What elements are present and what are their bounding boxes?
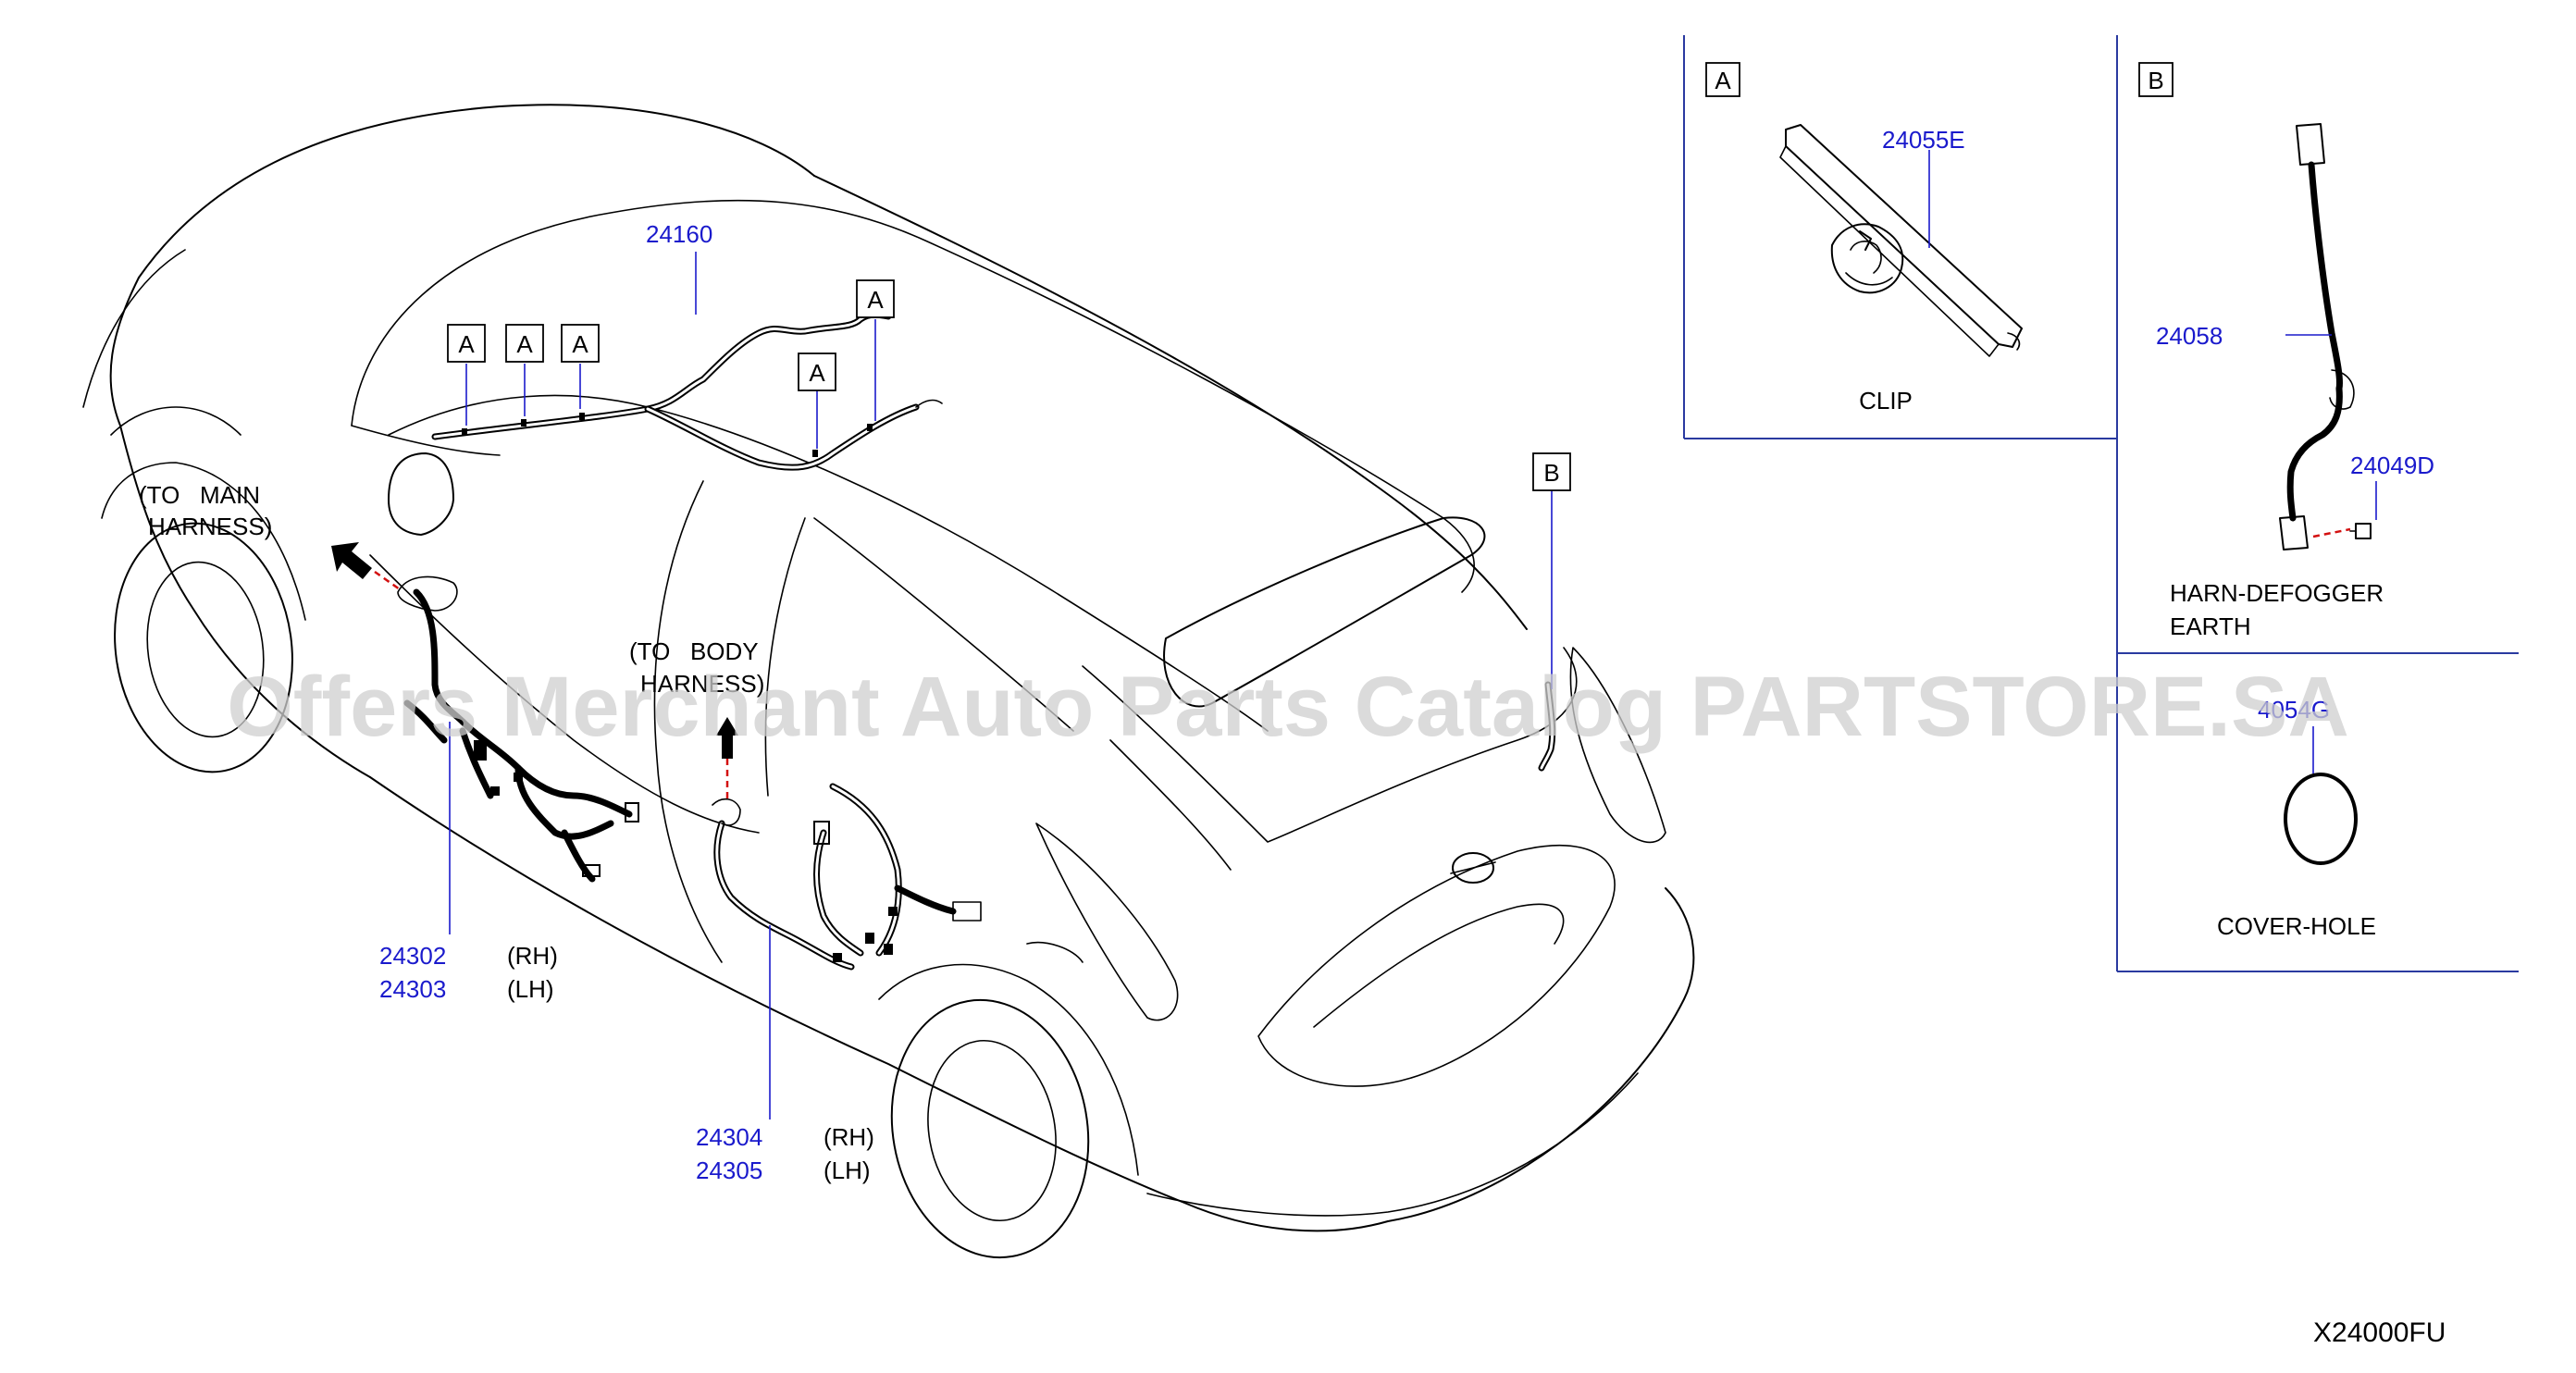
svg-text:A: A bbox=[809, 359, 825, 387]
callout-a-2[interactable]: A bbox=[505, 324, 544, 363]
part-24302-side: (RH) bbox=[507, 942, 558, 970]
to-body-harness-arrow bbox=[716, 717, 738, 800]
svg-text:A: A bbox=[867, 286, 884, 314]
svg-text:B: B bbox=[1543, 459, 1559, 487]
part-24303-side: (LH) bbox=[507, 975, 554, 1003]
part-number-24305[interactable]: 24305 bbox=[696, 1157, 762, 1184]
callout-a-3[interactable]: A bbox=[561, 324, 600, 363]
callout-a-1[interactable]: A bbox=[447, 324, 486, 363]
part-number-24055e[interactable]: 24055E bbox=[1882, 126, 1965, 154]
diagram-code: X24000FU bbox=[2313, 1317, 2446, 1348]
part-number-24049d[interactable]: 24049D bbox=[2350, 451, 2434, 479]
to-main-harness-label-line2: HARNESS) bbox=[148, 513, 272, 540]
part-number-24160[interactable]: 24160 bbox=[646, 220, 712, 248]
to-body-harness-label-line1: (TO BODY bbox=[629, 637, 759, 665]
detail-b-caption-line1: HARN-DEFOGGER bbox=[2170, 579, 2384, 607]
car-body-outline bbox=[82, 104, 1695, 1259]
detail-b-title: B bbox=[2148, 67, 2163, 94]
to-body-harness-label-line2: HARNESS) bbox=[640, 670, 764, 698]
callout-a-4[interactable]: A bbox=[798, 353, 836, 391]
part-24305-side: (LH) bbox=[824, 1157, 871, 1184]
detail-cover-hole: 4054G COVER-HOLE bbox=[2217, 696, 2376, 940]
front-door-harness bbox=[397, 575, 639, 883]
defogger-harness-drawing bbox=[2279, 123, 2372, 550]
part-24304-side: (RH) bbox=[824, 1123, 874, 1151]
watermark: Offers Merchant Auto Parts Catalog PARTS… bbox=[227, 660, 2349, 754]
callout-b[interactable]: B bbox=[1532, 452, 1571, 491]
svg-text:A: A bbox=[458, 330, 475, 358]
svg-text:A: A bbox=[572, 330, 588, 358]
callout-a-5[interactable]: A bbox=[856, 279, 895, 318]
part-number-24302[interactable]: 24302 bbox=[379, 942, 446, 970]
to-main-harness-label-line1: (TO MAIN bbox=[139, 481, 260, 509]
part-number-24304[interactable]: 24304 bbox=[696, 1123, 762, 1151]
detail-a: A 24055E CLIP bbox=[1705, 62, 2023, 414]
to-main-harness-arrow bbox=[331, 542, 401, 591]
cover-hole-ring bbox=[2284, 773, 2358, 865]
rear-door-harness bbox=[712, 783, 982, 971]
detail-b: B 24058 24049D HARN-DEFOGGER EARTH bbox=[2138, 62, 2434, 640]
detail-a-title: A bbox=[1715, 67, 1731, 94]
svg-text:A: A bbox=[516, 330, 533, 358]
part-number-24058[interactable]: 24058 bbox=[2156, 322, 2223, 350]
leader-lines bbox=[449, 252, 1553, 1119]
detail-panel-frames bbox=[1683, 35, 2519, 972]
defogger-earth-on-car bbox=[1538, 681, 1556, 772]
part-number-4054g[interactable]: 4054G bbox=[2258, 696, 2330, 724]
detail-b-title-box bbox=[2138, 62, 2174, 97]
roof-harness-24160 bbox=[431, 311, 943, 471]
detail-b-caption-line2: EARTH bbox=[2170, 612, 2251, 640]
detail-a-title-box bbox=[1705, 62, 1740, 97]
detail-a-caption: CLIP bbox=[1859, 387, 1913, 414]
part-number-24303[interactable]: 24303 bbox=[379, 975, 446, 1003]
clip-drawing bbox=[1779, 124, 2023, 357]
cover-hole-caption: COVER-HOLE bbox=[2217, 912, 2376, 940]
